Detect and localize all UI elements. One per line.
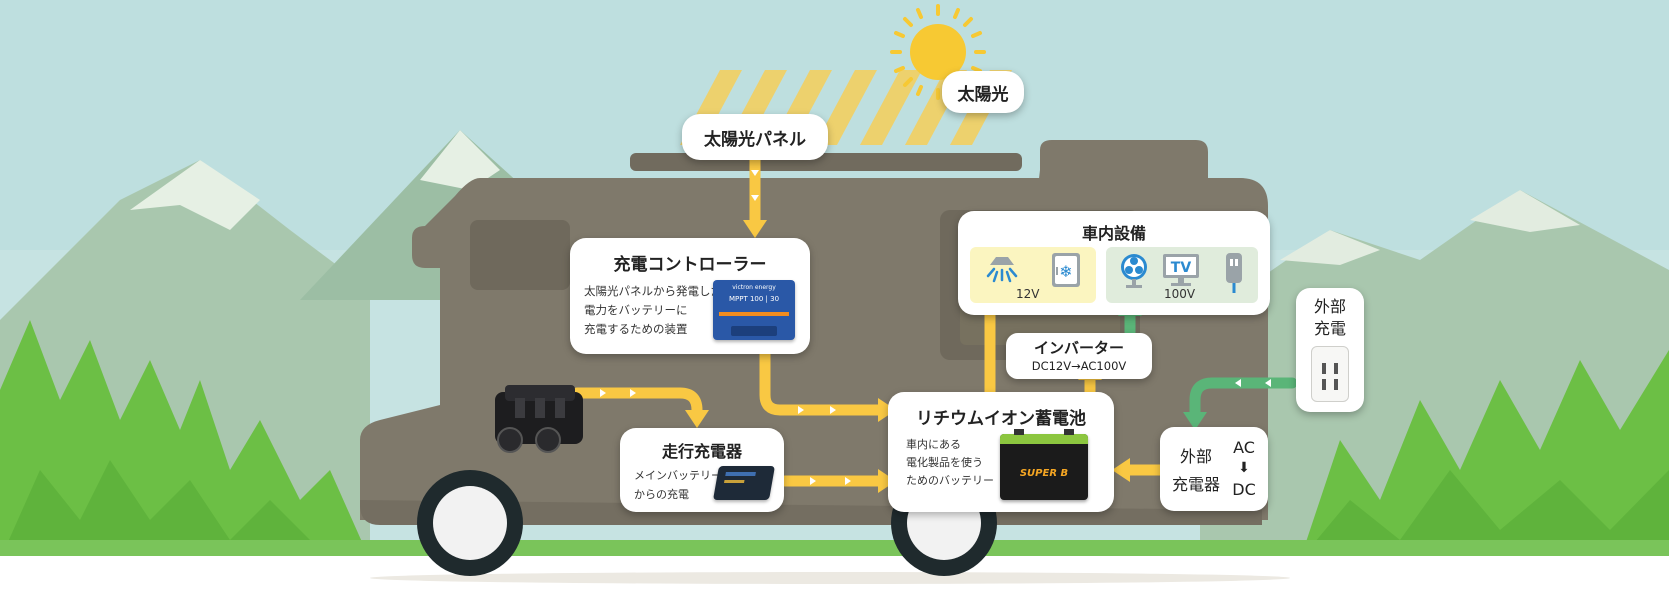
external-charger-title-line: 充電器 xyxy=(1171,475,1220,494)
external-charger-card: 外部 充電器 AC ⬇ DC xyxy=(1160,427,1268,511)
external-power-title-line: 充電 xyxy=(1313,319,1346,338)
fridge-icon: ❄ xyxy=(1052,253,1080,287)
inverter-title: インバーター xyxy=(1033,339,1124,357)
label-100v: 100V xyxy=(1164,287,1196,301)
charge-controller-title: 充電コントローラー xyxy=(613,255,767,275)
inverter-card: インバーター DC12V→AC100V xyxy=(1006,333,1152,379)
svg-text:❄: ❄ xyxy=(1059,262,1072,281)
battery-desc-line: 電化製品を使う xyxy=(906,456,983,469)
travel-charger-desc-line: メインバッテリー xyxy=(634,469,722,482)
external-power-title-line: 外部 xyxy=(1313,297,1346,316)
inverter-sub: DC12V→AC100V xyxy=(1031,359,1127,373)
device-model: MPPT 100 | 30 xyxy=(728,295,780,303)
ac-label: AC xyxy=(1233,438,1255,457)
van-shadow xyxy=(370,572,1290,584)
external-charger-title-line: 外部 xyxy=(1179,447,1212,466)
charge-controller-desc-line: 充電するための装置 xyxy=(584,322,688,336)
sunlight-text: 太陽光 xyxy=(957,84,1009,105)
engine-icon xyxy=(495,385,583,453)
flow-chevrons xyxy=(600,170,1271,485)
panel-12v: ❄ 12V xyxy=(970,247,1096,303)
external-charger-title: 外部 充電器 xyxy=(1166,443,1226,499)
interior-title: 車内設備 xyxy=(1081,224,1146,243)
tv-text: TV xyxy=(1171,260,1192,276)
travel-charger-card: 走行充電器 メインバッテリー からの充電 xyxy=(620,428,784,512)
dc-label: DC xyxy=(1232,480,1256,499)
charger-icon xyxy=(1226,253,1242,293)
solar-panel-text: 太陽光パネル xyxy=(704,129,806,150)
panel-100v: TV 100V xyxy=(1106,247,1258,303)
tv-icon: TV xyxy=(1163,254,1199,286)
rear-wheel xyxy=(417,470,523,576)
travel-charger-desc-line: からの充電 xyxy=(634,488,689,501)
battery-card: リチウムイオン蓄電池 車内にある 電化製品を使う ためのバッテリー SUPER … xyxy=(888,392,1114,512)
interior-card: 車内設備 ❄ 12V xyxy=(958,211,1270,315)
label-12v: 12V xyxy=(1016,287,1040,301)
battery-title: リチウムイオン蓄電池 xyxy=(916,409,1086,429)
battery-desc-line: ためのバッテリー xyxy=(906,474,994,487)
down-arrow-icon: ⬇ xyxy=(1238,460,1250,476)
external-power-card: 外部 充電 xyxy=(1296,288,1364,412)
forest xyxy=(0,320,1669,560)
device-brand: victron energy xyxy=(732,284,776,291)
battery-brand: SUPER B xyxy=(1019,468,1069,479)
charge-controller-desc: 太陽光パネルから発電した 電力をバッテリーに 充電するための装置 xyxy=(584,282,722,339)
charge-controller-desc-line: 電力をバッテリーに xyxy=(584,303,688,317)
charge-controller-desc-line: 太陽光パネルから発電した xyxy=(584,284,722,298)
solar-panel-label: 太陽光パネル xyxy=(682,114,828,160)
battery-icon: SUPER B xyxy=(1000,429,1088,500)
charge-controller-card: 充電コントローラー 太陽光パネルから発電した 電力をバッテリーに 充電するための… xyxy=(570,238,810,354)
ac-dc-conversion: AC ⬇ DC xyxy=(1226,437,1262,500)
sunlight-label: 太陽光 xyxy=(942,71,1024,113)
outlet-icon xyxy=(1311,346,1349,402)
lamp-icon xyxy=(986,257,1018,283)
charge-controller-device-icon: victron energy MPPT 100 | 30 xyxy=(713,280,795,340)
fan-icon xyxy=(1121,254,1147,288)
travel-charger-device-icon xyxy=(713,466,775,500)
battery-desc-line: 車内にある xyxy=(906,438,961,451)
battery-desc: 車内にある 電化製品を使う ためのバッテリー xyxy=(906,436,994,490)
travel-charger-title: 走行充電器 xyxy=(661,442,742,461)
external-power-title: 外部 充電 xyxy=(1296,296,1364,340)
travel-charger-desc: メインバッテリー からの充電 xyxy=(634,466,722,504)
